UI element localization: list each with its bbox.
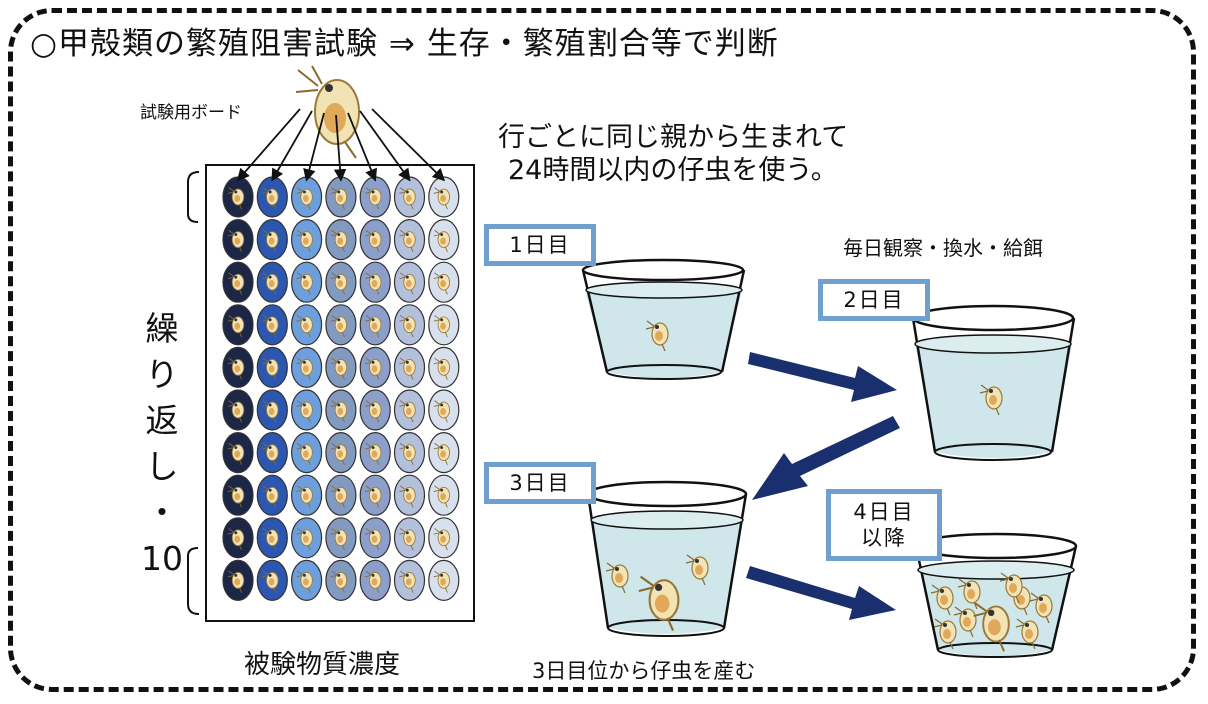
arrow-day2-to-day3 — [752, 416, 900, 500]
note-line-1: 行ごとに同じ親から生まれて — [498, 122, 849, 153]
day-label-box: 4日目 以降 — [826, 489, 942, 561]
day-label: 4日目 — [853, 500, 915, 524]
replicate-char: 10 — [141, 539, 183, 578]
day-label-box: 1日目 — [484, 224, 596, 266]
replicate-label: 繰 り 返 し ・ 10 — [140, 306, 184, 582]
arrow-day1-to-day2 — [748, 352, 897, 402]
note-line-2: 24時間以内の仔虫を使う。 — [508, 155, 838, 186]
day-label: 2日目 — [843, 288, 905, 312]
replicate-char: 返 — [145, 401, 179, 440]
birth-note: 3日目位から仔虫を産む — [532, 659, 756, 683]
parent-arrow — [371, 108, 446, 182]
daily-care-label: 毎日観察・換水・給餌 — [843, 236, 1043, 260]
parent-arrow — [333, 114, 347, 182]
day-label-sub: 以降 — [861, 526, 907, 550]
plate-wells — [222, 176, 460, 602]
bracket-top — [187, 171, 200, 223]
day-label-box: 3日目 — [484, 462, 596, 504]
day-label-box: 2日目 — [818, 279, 930, 321]
cup-day3 — [586, 480, 748, 637]
parent-arrow — [347, 112, 377, 182]
day-label: 1日目 — [509, 233, 571, 257]
replicate-char: ・ — [145, 493, 179, 532]
cup-day1 — [581, 258, 746, 380]
page-title: ○甲殻類の繁殖阻害試験 ⇒ 生存・繁殖割合等で判断 — [30, 26, 779, 62]
bracket-bottom — [187, 547, 200, 615]
parent-arrow — [236, 108, 301, 182]
day-label: 3日目 — [509, 471, 571, 495]
dashed-frame — [8, 8, 1196, 692]
replicate-char: し — [145, 447, 179, 486]
concentration-label: 被験物質濃度 — [244, 650, 401, 680]
parent-to-wells-arrows — [236, 108, 446, 182]
parent-arrow — [359, 110, 411, 182]
parent-arrow — [271, 110, 313, 182]
parent-arrow — [303, 112, 325, 182]
transition-arrows — [746, 352, 900, 620]
arrow-day3-to-day4 — [746, 566, 896, 620]
cup-day2 — [911, 304, 1076, 461]
replicate-char: り — [145, 355, 179, 394]
board-label: 試験用ボード — [140, 103, 242, 123]
parent-daphnia-icon — [295, 65, 360, 159]
replicate-char: 繰 — [145, 309, 179, 348]
